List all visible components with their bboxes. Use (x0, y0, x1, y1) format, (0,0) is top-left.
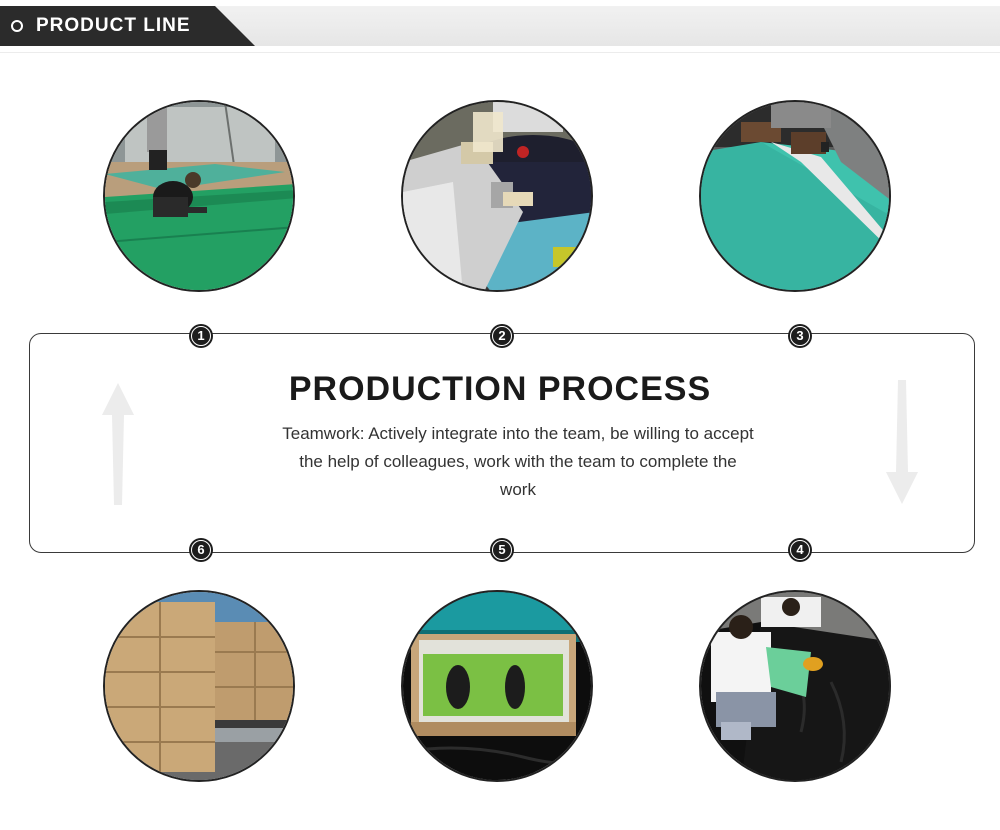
step-number-4: 4 (788, 538, 812, 562)
page-title: PRODUCT LINE (36, 15, 191, 36)
step-number-label: 4 (796, 542, 804, 557)
step-3-photo (699, 100, 891, 292)
step-5-photo (401, 590, 593, 782)
step-number-label: 1 (197, 328, 205, 343)
step-number-label: 5 (498, 542, 506, 557)
step-number-label: 6 (197, 542, 205, 557)
step-2-photo (401, 100, 593, 292)
step-1-photo (103, 100, 295, 292)
step-number-6: 6 (189, 538, 213, 562)
step-number-1: 1 (189, 324, 213, 348)
process-description: Teamwork: Actively integrate into the te… (282, 424, 754, 499)
step-number-label: 2 (498, 328, 506, 343)
step-6-photo (103, 590, 295, 782)
step-number-label: 3 (796, 328, 804, 343)
process-title: PRODUCTION PROCESS (288, 370, 712, 408)
circle-icon (11, 20, 23, 32)
step-4-photo (699, 590, 891, 782)
step-number-2: 2 (490, 324, 514, 348)
step-number-3: 3 (788, 324, 812, 348)
up-arrow-icon (102, 383, 134, 505)
down-arrow-icon (886, 380, 918, 504)
header-divider (0, 52, 1000, 53)
step-number-5: 5 (490, 538, 514, 562)
header-tab (0, 6, 255, 46)
